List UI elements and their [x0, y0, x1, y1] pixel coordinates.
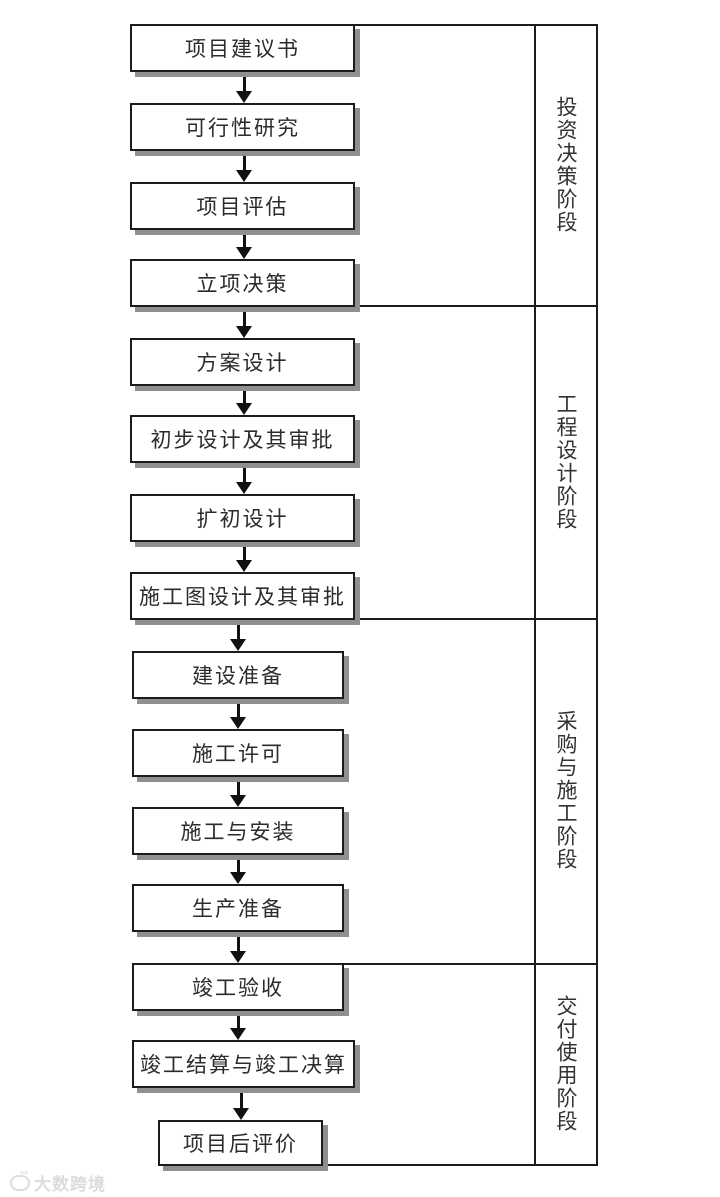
flow-box-approval-decision: 立项决策	[130, 259, 355, 307]
phase-label-procurement-construction: 采购与施工阶段	[554, 710, 578, 871]
flow-arrow-icon	[236, 540, 252, 572]
flow-arrow-icon	[230, 1009, 246, 1040]
flow-box-preliminary-design: 初步设计及其审批	[130, 415, 355, 463]
flow-box-production-prep: 生产准备	[132, 884, 344, 932]
watermark: 大数跨境	[10, 1170, 106, 1195]
phase-column-left-line	[534, 24, 536, 1166]
phase-label-delivery-use: 交付使用阶段	[554, 994, 578, 1133]
flow-arrow-icon	[230, 930, 246, 963]
phase-divider-line-top	[130, 24, 598, 26]
flow-arrow-icon	[230, 853, 246, 884]
flow-box-construction-permit: 施工许可	[132, 729, 344, 777]
phase-label-investment-decision: 投资决策阶段	[554, 95, 578, 234]
phase-divider-line-2	[130, 618, 598, 620]
flow-arrow-icon	[236, 70, 252, 103]
flow-arrow-icon	[230, 618, 246, 651]
phase-label-engineering-design: 工程设计阶段	[554, 392, 578, 531]
flow-box-construction-prep: 建设准备	[132, 651, 344, 699]
flow-arrow-icon	[236, 149, 252, 182]
watermark-text: 大数跨境	[34, 1175, 106, 1194]
phase-divider-line-3	[132, 963, 598, 965]
flow-arrow-icon	[236, 228, 252, 259]
flow-box-project-proposal: 项目建议书	[130, 24, 355, 72]
flow-arrow-icon	[230, 775, 246, 807]
flow-arrow-icon	[236, 384, 252, 415]
flow-box-construction-drawings: 施工图设计及其审批	[130, 572, 355, 620]
phase-divider-line-1	[130, 305, 598, 307]
flow-box-post-evaluation: 项目后评价	[158, 1120, 323, 1166]
flow-box-settlement-accounts: 竣工结算与竣工决算	[132, 1040, 355, 1088]
flow-box-project-evaluation: 项目评估	[130, 182, 355, 230]
flow-box-completion-acceptance: 竣工验收	[132, 963, 344, 1011]
flow-arrow-icon	[233, 1086, 249, 1120]
flow-box-scheme-design: 方案设计	[130, 338, 355, 386]
flow-box-feasibility-study: 可行性研究	[130, 103, 355, 151]
phase-divider-line-bottom	[158, 1164, 598, 1166]
flow-arrow-icon	[230, 697, 246, 729]
phase-column-right-line	[596, 24, 598, 1166]
watermark-logo-icon	[10, 1170, 30, 1191]
flow-box-extended-design: 扩初设计	[130, 494, 355, 542]
flow-arrow-icon	[236, 461, 252, 494]
flow-arrow-icon	[236, 305, 252, 338]
flow-box-construction-install: 施工与安装	[132, 807, 344, 855]
